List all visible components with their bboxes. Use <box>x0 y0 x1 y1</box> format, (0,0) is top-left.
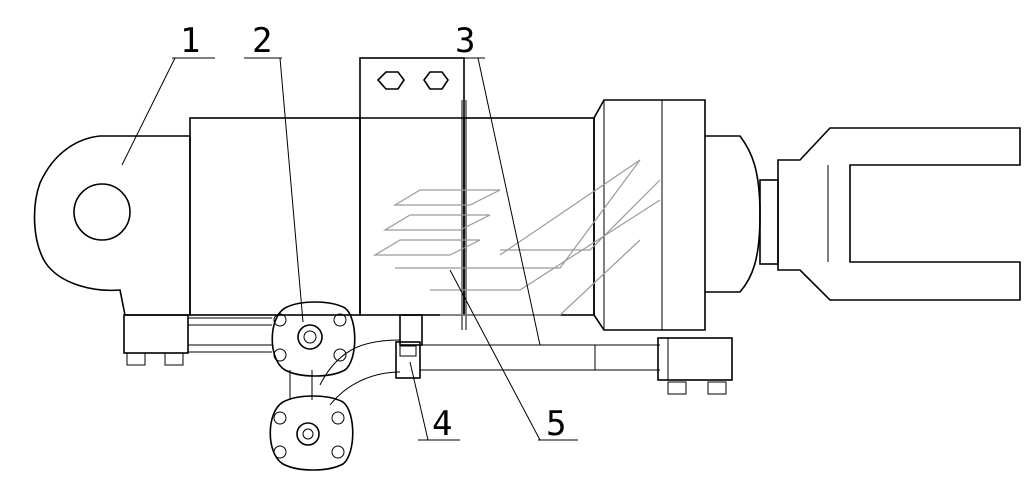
callout-1: 1 <box>180 21 200 61</box>
flange-upper <box>271 301 356 377</box>
leader-lines <box>121 57 578 441</box>
flange-lower <box>269 395 354 471</box>
cylinder-barrel <box>189 117 361 316</box>
callout-5: 5 <box>546 404 566 444</box>
hex-nut-left <box>376 71 405 90</box>
pipe-fitting <box>395 341 421 379</box>
cylinder-head <box>593 99 761 331</box>
rear-mounting-eye <box>33 135 191 366</box>
callout-2: 2 <box>252 21 272 61</box>
callout-labels: 1 2 3 4 5 <box>180 21 566 444</box>
hex-nut-right <box>423 71 449 90</box>
hydraulic-pipes <box>188 317 660 406</box>
front-support-block <box>657 337 733 395</box>
rod-end-clevis <box>759 127 1021 301</box>
callout-3: 3 <box>455 21 475 61</box>
callout-4: 4 <box>432 404 452 444</box>
watermark-logo <box>372 159 661 316</box>
